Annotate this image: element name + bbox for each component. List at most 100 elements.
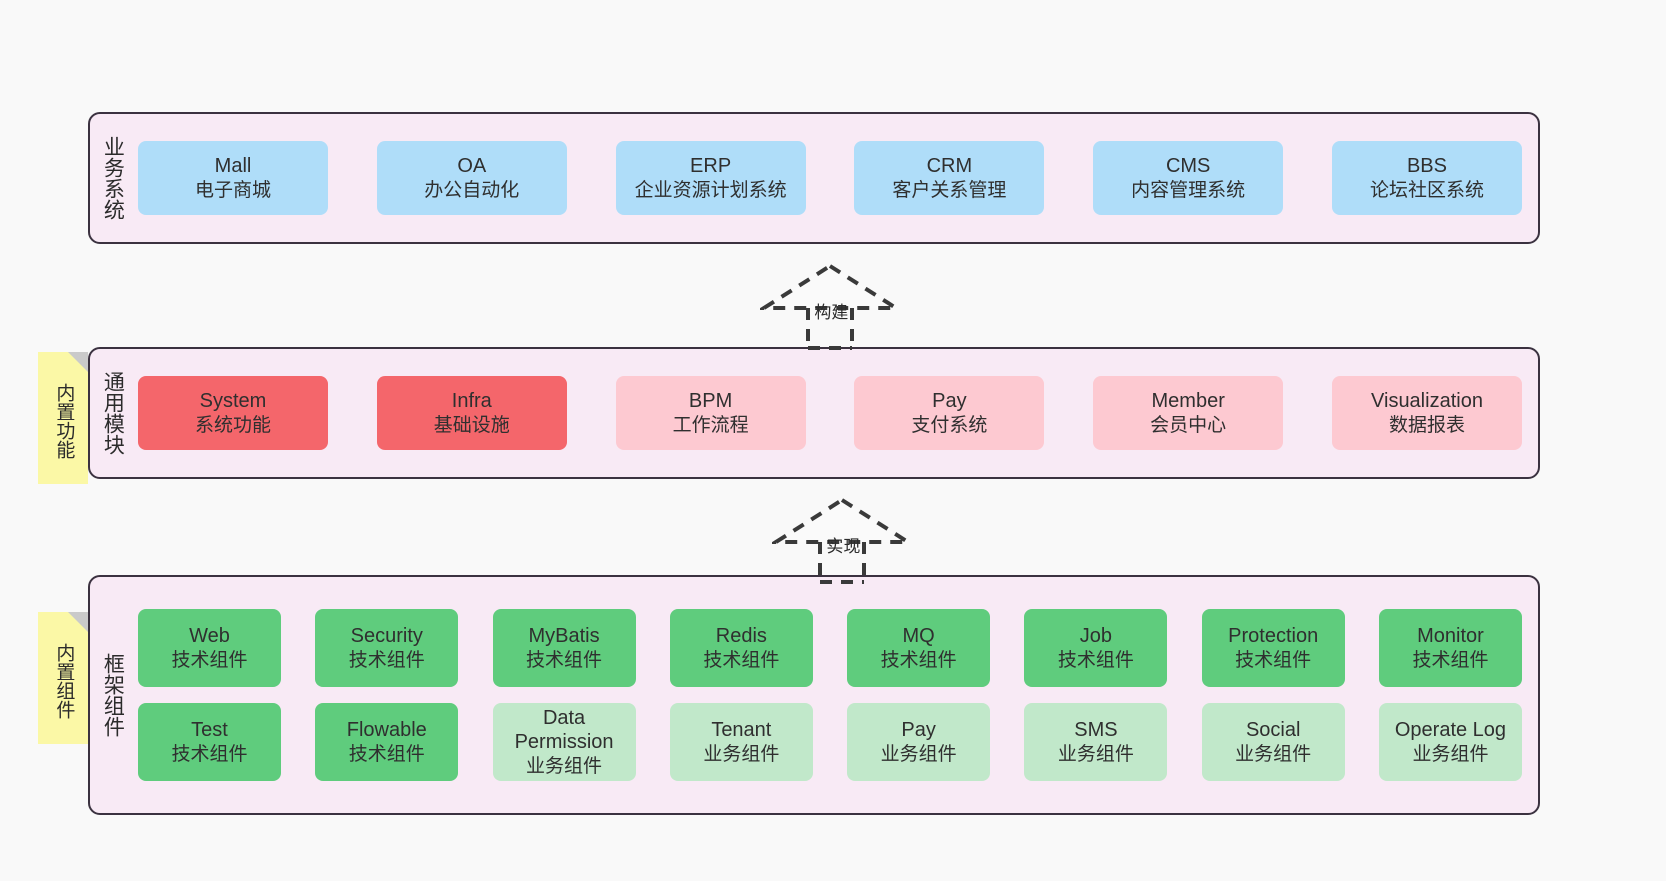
layer-title-common-modules: 通用模块: [101, 371, 125, 455]
note-text: 内置功能: [53, 383, 75, 459]
layer-body-framework-components: Web 技术组件 Security 技术组件 MyBatis 技术组件 Redi…: [134, 577, 1538, 813]
layer-body-business-systems: Mall 电子商城 OA 办公自动化 ERP 企业资源计划系统 CRM 客户关系…: [134, 114, 1538, 242]
card-title: BBS: [1406, 155, 1447, 178]
card-title: Monitor: [1417, 625, 1484, 648]
card-subtitle: 技术组件: [171, 649, 248, 671]
card-system[interactable]: System 系统功能: [138, 376, 328, 450]
note-fold-corner-icon: [68, 352, 88, 372]
sticky-note-builtin-features: 内置功能: [38, 352, 88, 484]
card-mq[interactable]: MQ 技术组件: [847, 609, 991, 687]
card-cms[interactable]: CMS 内容管理系统: [1093, 141, 1284, 215]
card-title: MyBatis: [528, 625, 600, 648]
card-subtitle: 支付系统: [911, 414, 988, 436]
layer-common-modules: 通用模块 System 系统功能 Infra 基础设施 BPM 工作流程 Pay…: [88, 347, 1540, 479]
card-title: Mall: [214, 155, 252, 178]
card-subtitle: 基础设施: [433, 414, 510, 436]
card-subtitle: 技术组件: [703, 649, 780, 671]
card-title: Social: [1245, 719, 1301, 742]
card-flowable[interactable]: Flowable 技术组件: [315, 703, 459, 781]
card-subtitle: 业务组件: [880, 743, 957, 765]
card-title: ERP: [690, 155, 732, 178]
card-mall[interactable]: Mall 电子商城: [138, 141, 328, 215]
card-visualization[interactable]: Visualization 数据报表: [1331, 376, 1522, 450]
card-security[interactable]: Security 技术组件: [315, 609, 459, 687]
card-subtitle: 技术组件: [348, 743, 425, 765]
card-title: Web: [189, 625, 230, 648]
card-redis[interactable]: Redis 技术组件: [669, 609, 813, 687]
card-title: Protection: [1228, 625, 1319, 648]
card-subtitle: 客户关系管理: [892, 179, 1007, 201]
layer-framework-components: 框架组件 Web 技术组件 Security 技术组件 MyBatis 技术组件…: [88, 575, 1540, 815]
card-subtitle: 办公自动化: [424, 179, 520, 201]
dashed-generalization-arrow-icon: [757, 263, 903, 350]
card-subtitle: 业务组件: [1057, 743, 1134, 765]
card-data-permission[interactable]: Data Permission 业务组件: [492, 703, 636, 781]
connector-label-implement: 实现: [826, 537, 861, 556]
layer-business-systems: 业务系统 Mall 电子商城 OA 办公自动化 ERP 企业资源计划系统 CRM…: [88, 112, 1540, 244]
card-protection[interactable]: Protection 技术组件: [1201, 609, 1345, 687]
card-social[interactable]: Social 业务组件: [1201, 703, 1345, 781]
sticky-note-builtin-components: 内置组件: [38, 612, 88, 744]
layer-title-framework-components: 框架组件: [101, 653, 125, 737]
connector-label-build: 构建: [814, 303, 849, 322]
card-title: OA: [457, 155, 487, 178]
card-title: Security: [350, 625, 423, 648]
card-crm[interactable]: CRM 客户关系管理: [854, 141, 1045, 215]
card-title: Test: [191, 719, 228, 742]
card-job[interactable]: Job 技术组件: [1024, 609, 1168, 687]
card-bbs[interactable]: BBS 论坛社区系统: [1331, 141, 1522, 215]
card-row: Web 技术组件 Security 技术组件 MyBatis 技术组件 Redi…: [138, 609, 1522, 687]
card-title: SMS: [1074, 719, 1118, 742]
card-title: Flowable: [346, 719, 427, 742]
card-title: Tenant: [711, 719, 772, 742]
connector-build: 构建: [757, 262, 903, 350]
card-pay[interactable]: Pay 支付系统: [854, 376, 1045, 450]
card-subtitle: 系统功能: [194, 414, 271, 436]
card-operate-log[interactable]: Operate Log 业务组件: [1378, 703, 1522, 781]
card-subtitle: 论坛社区系统: [1369, 179, 1484, 201]
card-title: Job: [1079, 625, 1113, 648]
card-title: BPM: [688, 390, 733, 413]
card-subtitle: 技术组件: [526, 649, 603, 671]
layer-body-common-modules: System 系统功能 Infra 基础设施 BPM 工作流程 Pay 支付系统…: [134, 349, 1538, 477]
card-subtitle: 企业资源计划系统: [634, 179, 787, 201]
card-title: CMS: [1165, 155, 1211, 178]
card-pay-business[interactable]: Pay 业务组件: [847, 703, 991, 781]
card-subtitle: 技术组件: [1235, 649, 1312, 671]
connector-implement: 实现: [769, 496, 915, 584]
card-sms[interactable]: SMS 业务组件: [1024, 703, 1168, 781]
card-subtitle: 技术组件: [171, 743, 248, 765]
card-title: Operate Log: [1394, 719, 1507, 742]
card-title: Member: [1151, 390, 1225, 413]
card-title: Redis: [715, 625, 767, 648]
note-fold-corner-icon: [68, 612, 88, 632]
card-subtitle: 业务组件: [1235, 743, 1312, 765]
card-tenant[interactable]: Tenant 业务组件: [669, 703, 813, 781]
card-subtitle: 电子商城: [194, 179, 271, 201]
card-bpm[interactable]: BPM 工作流程: [615, 376, 806, 450]
card-subtitle: 技术组件: [1057, 649, 1134, 671]
card-erp[interactable]: ERP 企业资源计划系统: [615, 141, 806, 215]
card-title: CRM: [926, 155, 973, 178]
card-title: Visualization: [1371, 390, 1483, 413]
card-oa[interactable]: OA 办公自动化: [376, 141, 567, 215]
card-subtitle: 业务组件: [1412, 743, 1489, 765]
card-subtitle: 业务组件: [526, 755, 603, 777]
card-member[interactable]: Member 会员中心: [1093, 376, 1284, 450]
card-row: Test 技术组件 Flowable 技术组件 Data Permission …: [138, 703, 1522, 781]
note-text: 内置组件: [53, 643, 75, 719]
card-subtitle: 工作流程: [672, 414, 749, 436]
card-subtitle: 内容管理系统: [1131, 179, 1246, 201]
card-subtitle: 技术组件: [880, 649, 957, 671]
card-title: Pay: [932, 390, 967, 413]
card-title: Data Permission: [514, 707, 614, 754]
card-web[interactable]: Web 技术组件: [138, 609, 281, 687]
card-infra[interactable]: Infra 基础设施: [376, 376, 567, 450]
layer-title-business-systems: 业务系统: [101, 136, 125, 220]
card-monitor[interactable]: Monitor 技术组件: [1378, 609, 1522, 687]
card-mybatis[interactable]: MyBatis 技术组件: [492, 609, 636, 687]
card-test[interactable]: Test 技术组件: [138, 703, 281, 781]
card-title: MQ: [902, 625, 935, 648]
card-title: Pay: [901, 719, 936, 742]
